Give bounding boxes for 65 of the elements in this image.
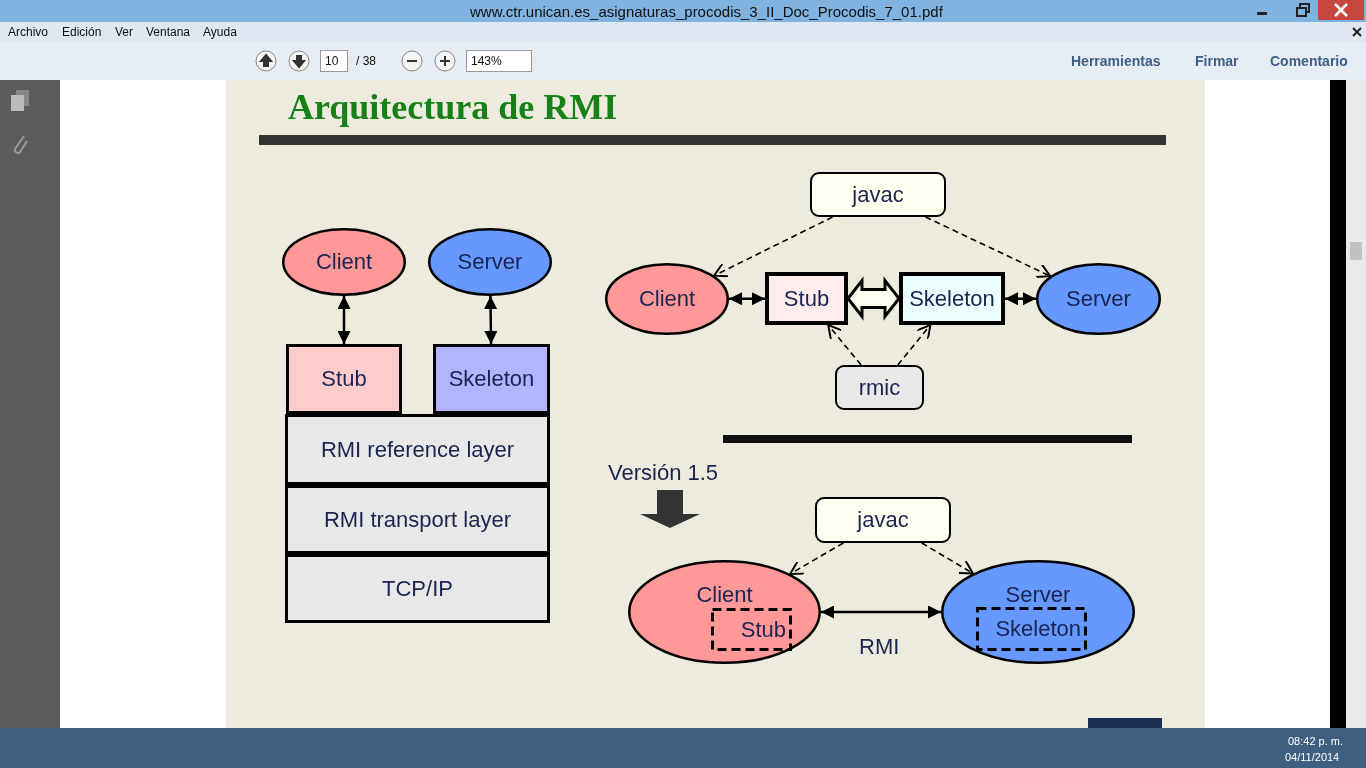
ellipse-node xyxy=(282,228,406,296)
menu-item: Ver xyxy=(115,25,133,39)
node-label: TCP/IP xyxy=(382,575,453,602)
dashed-arrow xyxy=(789,542,845,575)
dashed-arrow xyxy=(924,216,1052,279)
slide-title: Arquitectura de RMI xyxy=(288,86,618,128)
menu-item: Archivo xyxy=(8,25,48,39)
zoom-level-field: 143% xyxy=(466,50,532,72)
node-label: javac xyxy=(857,507,909,533)
node-label: Stub xyxy=(321,366,367,392)
dashed-box xyxy=(711,608,792,651)
process-box xyxy=(899,272,1005,325)
node-label: Server xyxy=(1066,286,1131,312)
process-box xyxy=(285,485,550,554)
window-title: www.ctr.unican.es_asignaturas_procodis_3_II_Doc_Procodis_7_01.pdf xyxy=(470,3,943,20)
process-box xyxy=(285,414,550,485)
node-label: Skeleton xyxy=(448,366,535,392)
double-arrow xyxy=(846,276,901,321)
node-label: Stub xyxy=(740,616,786,643)
arrow xyxy=(821,605,941,619)
arrow xyxy=(337,296,351,344)
process-box xyxy=(285,554,550,623)
rounded-box xyxy=(815,497,951,543)
page-count: / 38 xyxy=(356,54,376,68)
sign-link: Firmar xyxy=(1195,53,1239,69)
process-box xyxy=(286,344,402,414)
comment-link: Comentario xyxy=(1270,53,1348,69)
clock-date: 04/11/2014 xyxy=(1285,751,1340,763)
dashed-arrow xyxy=(897,324,932,366)
node-label: Client xyxy=(696,582,753,608)
clock-time: 08:42 p. m. xyxy=(1288,735,1344,747)
menu-item: Edición xyxy=(62,25,102,39)
node-label: Client xyxy=(315,249,373,275)
node-label: Skeleton xyxy=(995,616,1081,642)
dashed-box xyxy=(976,607,1087,651)
arrow xyxy=(1005,292,1036,306)
tools-link: Herramientas xyxy=(1071,53,1161,69)
rounded-box xyxy=(810,172,946,217)
rounded-box xyxy=(835,365,924,410)
node-label: Server xyxy=(1005,582,1071,608)
edge-label: RMI xyxy=(859,634,900,660)
ellipse-node xyxy=(1036,263,1161,335)
dashed-arrow xyxy=(920,542,974,575)
node-label: rmic xyxy=(858,374,901,401)
ellipse-node xyxy=(628,560,821,664)
dashed-arrow xyxy=(827,324,862,366)
menu-item: Ayuda xyxy=(203,25,237,39)
process-box xyxy=(765,272,848,325)
dashed-arrow xyxy=(713,216,834,278)
node-label: Server xyxy=(457,249,523,275)
node-label: Stub xyxy=(783,285,830,312)
node-label: Skeleton xyxy=(909,285,995,312)
ellipse-node xyxy=(605,263,729,335)
ellipse-node xyxy=(428,228,552,296)
arrow xyxy=(729,292,765,306)
node-label: javac xyxy=(852,181,904,208)
menu-item: Ventana xyxy=(146,25,191,39)
ellipse-node xyxy=(941,560,1135,664)
node-label: RMI reference layer xyxy=(320,436,515,463)
arrow xyxy=(484,296,498,344)
version-label: Versión 1.5 xyxy=(608,460,719,486)
node-label: RMI transport layer xyxy=(323,506,512,533)
node-label: Client xyxy=(638,286,696,312)
page-number-field: 10 xyxy=(320,50,348,72)
process-box xyxy=(433,344,550,414)
